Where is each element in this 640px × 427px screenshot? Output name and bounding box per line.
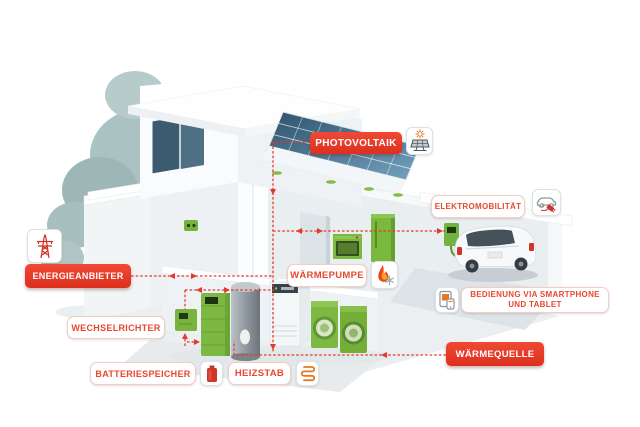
label-wechselrichter: WECHSELRICHTER: [67, 316, 165, 339]
wall-socket: [184, 220, 198, 231]
label-waermequelle: WÄRMEQUELLE: [446, 342, 544, 366]
heating-coil-icon: [296, 361, 319, 386]
flame-snowflake-icon: [371, 261, 398, 289]
label-photovoltaik: PHOTOVOLTAIK: [310, 132, 402, 154]
car: [448, 225, 538, 282]
oven: [333, 234, 362, 259]
car-charging-plug-icon: [532, 189, 561, 216]
label-batteriespeicher: BATTERIESPEICHER: [90, 362, 196, 385]
battery-storage: [201, 293, 230, 356]
label-heizstab: HEIZSTAB: [228, 362, 291, 385]
ceiling-lights: [272, 171, 403, 197]
inverter-unit: [175, 309, 197, 331]
label-bedienung-smartphone-tablet: BEDIENUNG VIA SMARTPHONE UND TABLET: [461, 287, 609, 313]
smartphone-tablet-icon: [435, 287, 459, 313]
dryer: [340, 306, 367, 353]
heat-pump-unit: [269, 279, 310, 347]
power-pylon-icon: [27, 229, 62, 263]
flow-arrowheads: [169, 189, 443, 358]
label-waermepumpe: WÄRMEPUMPE: [287, 264, 367, 287]
solar-panel-icon: [406, 127, 433, 155]
water-tank: [231, 282, 260, 361]
label-elektromobilitaet: ELEKTROMOBILITÄT: [431, 195, 525, 218]
battery-icon: [200, 361, 223, 386]
washing-machine: [311, 301, 338, 348]
label-energieanbieter: ENERGIEANBIETER: [25, 264, 131, 288]
fridge: [371, 214, 395, 262]
